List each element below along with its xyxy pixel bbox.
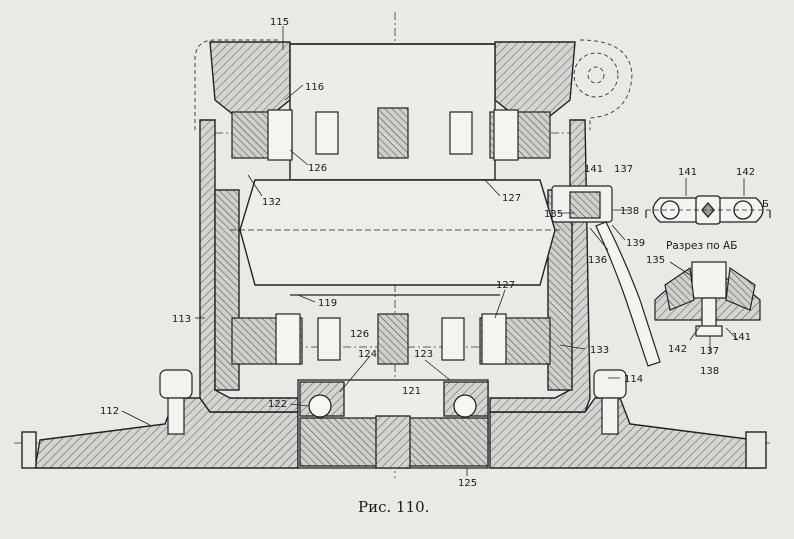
label-133: 133	[590, 345, 609, 356]
inset-top-view	[645, 195, 771, 225]
label-124: 124	[358, 349, 377, 360]
phantom-outline	[194, 39, 633, 130]
label-137-section: 137	[700, 346, 719, 357]
shaft	[230, 179, 560, 286]
label-113: 113	[172, 314, 191, 325]
label-135-section: 135	[646, 255, 665, 266]
label-127-top: 127	[502, 193, 521, 204]
label-137-fitting: 137	[614, 164, 633, 175]
label-141-fitting: 141	[584, 164, 603, 175]
label-115: 115	[270, 17, 289, 28]
thrust-bearing	[297, 379, 489, 469]
inset-section-ab	[654, 261, 761, 337]
label-126-top: 126	[308, 163, 327, 174]
label-132: 132	[262, 197, 281, 208]
anchor-bolts	[159, 369, 627, 435]
label-112: 112	[100, 406, 119, 417]
label-138-section: 138	[700, 366, 719, 377]
label-114: 114	[624, 374, 643, 385]
label-136: 136	[588, 255, 607, 266]
label-142-section: 142	[668, 344, 687, 355]
label-141-section: 141	[732, 332, 751, 343]
label-116: 116	[305, 82, 324, 93]
label-121: 121	[402, 386, 421, 397]
label-127-bottom: 127	[496, 280, 515, 291]
label-122: 122	[268, 399, 287, 410]
label-135-fitting: 135	[544, 209, 563, 220]
label-138-fitting: 138	[620, 206, 639, 217]
bottom-rollers	[231, 294, 551, 365]
part-labels: 115 116 126 132 127 141 137 135 138 136 …	[100, 17, 769, 489]
label-119: 119	[318, 298, 337, 309]
figure-caption: Рис. 110.	[358, 498, 429, 516]
label-139: 139	[626, 238, 645, 249]
label-126-bottom: 126	[350, 329, 369, 340]
label-123: 123	[414, 349, 433, 360]
label-142-inset: 142	[736, 167, 755, 178]
leader-lines	[121, 26, 745, 476]
base-plate	[21, 397, 767, 469]
label-b-section: Б	[762, 199, 769, 210]
section-title: Разрез по АБ	[666, 240, 737, 252]
top-rollers	[231, 107, 551, 161]
label-141-inset: 141	[678, 167, 697, 178]
label-125: 125	[458, 478, 477, 489]
